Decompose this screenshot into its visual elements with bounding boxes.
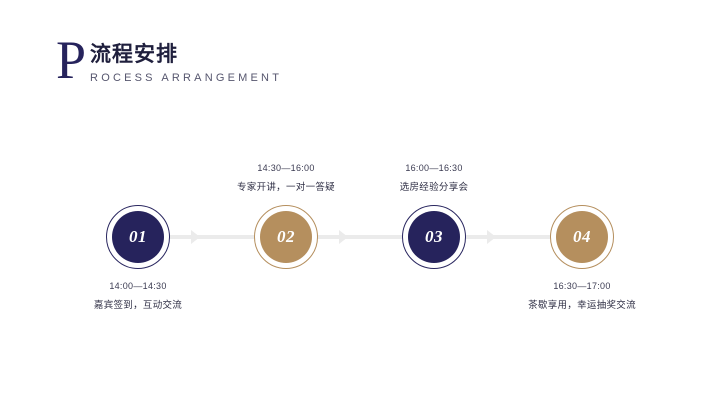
slide-header: P 流程安排 ROCESS ARRANGEMENT — [56, 33, 282, 87]
drop-cap-letter: P — [56, 30, 87, 90]
timeline-label-1: 14:00—14:30 嘉宾签到，互动交流 — [38, 279, 238, 313]
timeline-label-2-time: 14:30—16:00 — [257, 163, 315, 173]
timeline-node-4-fill: 04 — [556, 211, 608, 263]
page-title: 流程安排 — [90, 43, 179, 66]
timeline-label-4-time: 16:30—17:00 — [553, 281, 611, 291]
timeline: 01 02 03 04 14:00—14:30 嘉宾签到，互动交流 — [0, 163, 720, 311]
timeline-label-1-time: 14:00—14:30 — [109, 281, 167, 291]
timeline-node-4-number: 04 — [573, 227, 591, 246]
timeline-node-2[interactable]: 02 — [254, 205, 318, 269]
timeline-label-2-desc: 专家开讲，一对一答疑 — [236, 182, 335, 193]
timeline-label-3-time: 16:00—16:30 — [405, 163, 463, 173]
timeline-label-3: 16:00—16:30 选房经验分享会 — [334, 161, 534, 195]
timeline-node-2-number: 02 — [277, 227, 295, 246]
page-subtitle: ROCESS ARRANGEMENT — [90, 72, 283, 84]
header-text-block: 流程安排 ROCESS ARRANGEMENT — [90, 38, 282, 86]
timeline-node-3-number: 03 — [425, 227, 443, 246]
arrow-right-icon — [191, 230, 200, 244]
timeline-node-1-number: 01 — [129, 227, 147, 246]
arrow-right-icon — [339, 230, 348, 244]
timeline-node-3[interactable]: 03 — [402, 205, 466, 269]
timeline-label-4-desc: 茶歇享用，幸运抽奖交流 — [528, 300, 636, 311]
timeline-node-3-fill: 03 — [408, 211, 460, 263]
timeline-node-2-fill: 02 — [260, 211, 312, 263]
timeline-label-2: 14:30—16:00 专家开讲，一对一答疑 — [186, 161, 386, 195]
timeline-track — [138, 235, 582, 239]
timeline-label-3-desc: 选房经验分享会 — [399, 182, 469, 193]
timeline-node-1-fill: 01 — [112, 211, 164, 263]
timeline-node-1[interactable]: 01 — [106, 205, 170, 269]
timeline-label-4: 16:30—17:00 茶歇享用，幸运抽奖交流 — [482, 279, 682, 313]
timeline-label-1-desc: 嘉宾签到，互动交流 — [93, 300, 183, 311]
arrow-right-icon — [487, 230, 496, 244]
timeline-node-4[interactable]: 04 — [550, 205, 614, 269]
